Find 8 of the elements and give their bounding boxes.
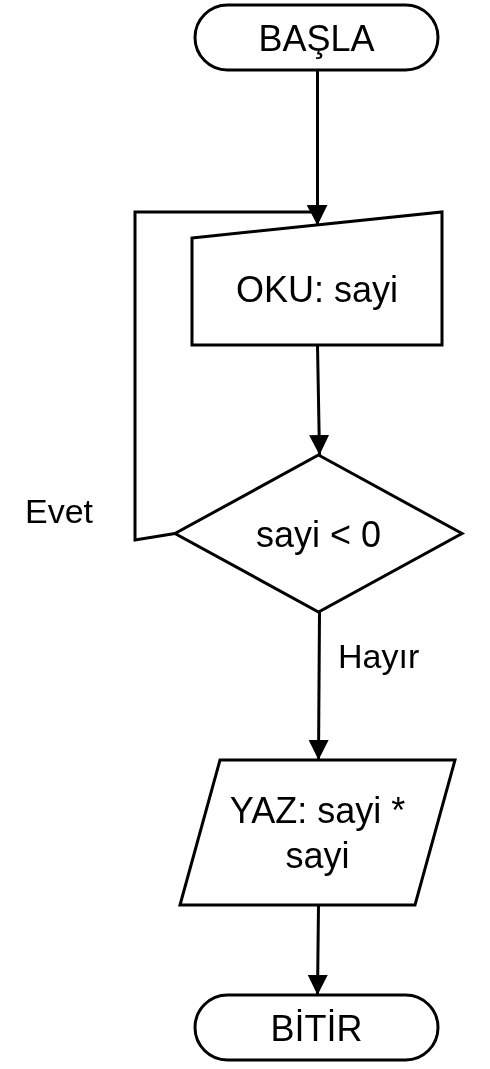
node-text: BİTİR bbox=[270, 1006, 363, 1050]
arrow bbox=[133, 204, 327, 542]
node-text: YAZ: sayi * sayi bbox=[228, 788, 407, 878]
node-text: sayi < 0 bbox=[255, 512, 382, 556]
node-text: OKU: sayi bbox=[235, 267, 398, 311]
arrow bbox=[307, 905, 328, 995]
arrow bbox=[308, 612, 329, 760]
node-text: BAŞLA bbox=[258, 16, 375, 60]
